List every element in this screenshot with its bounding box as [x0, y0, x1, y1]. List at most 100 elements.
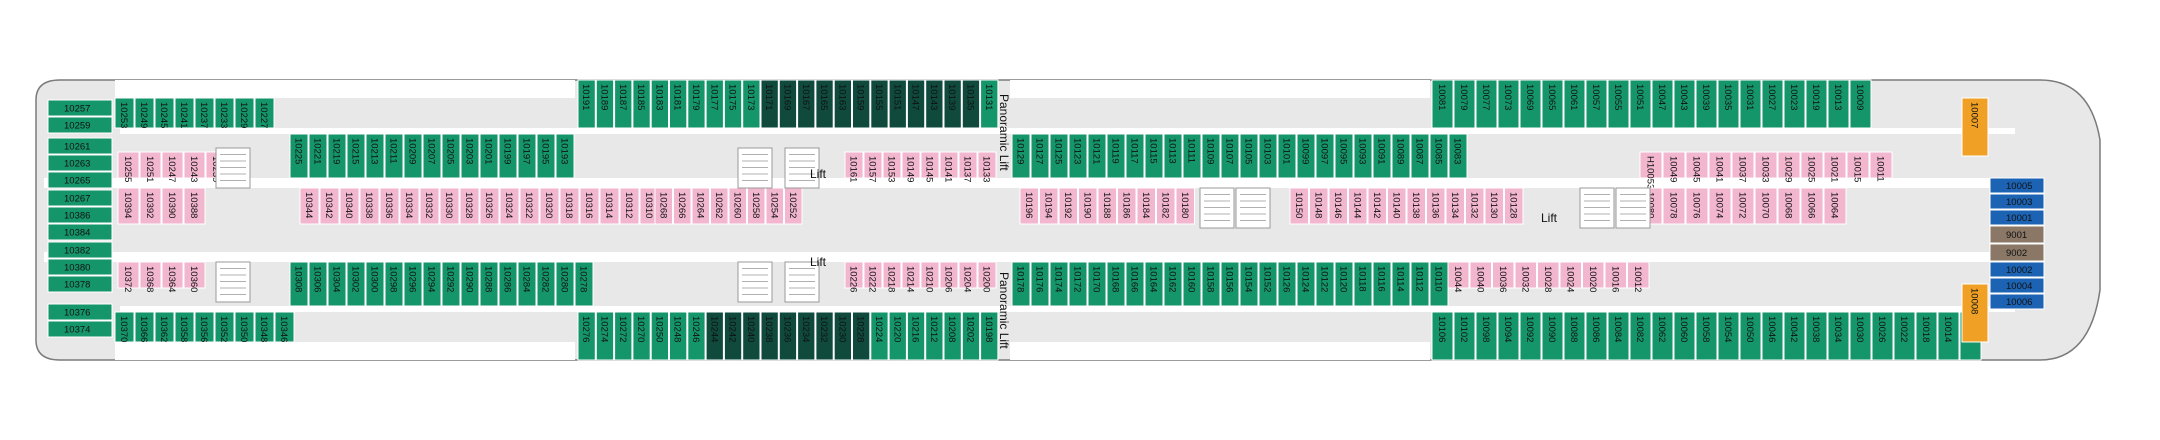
- cabin-10097[interactable]: 10097: [1315, 133, 1335, 179]
- cabin-10314[interactable]: 10314: [599, 187, 620, 225]
- cabin-10242[interactable]: 10242: [723, 311, 743, 361]
- cabin-10153[interactable]: 10153: [882, 151, 902, 182]
- cabin-10254[interactable]: 10254: [765, 187, 784, 225]
- cabin-10372[interactable]: 10372: [117, 261, 140, 292]
- cabin-10244[interactable]: 10244: [705, 311, 724, 361]
- cabin-10072[interactable]: 10072: [1731, 187, 1755, 225]
- cabin-10203[interactable]: 10203: [460, 133, 480, 179]
- cabin-10171[interactable]: 10171: [760, 79, 779, 129]
- cabin-10378[interactable]: 10378: [47, 275, 113, 293]
- cabin-10236[interactable]: 10236: [778, 311, 798, 361]
- cabin-10282[interactable]: 10282: [536, 261, 556, 307]
- cabin-10033[interactable]: 10033: [1754, 151, 1778, 182]
- cabin-10267[interactable]: 10267: [47, 189, 113, 207]
- cabin-10362[interactable]: 10362: [154, 311, 175, 343]
- cabin-10284[interactable]: 10284: [517, 261, 537, 307]
- cabin-10028[interactable]: 10028: [1537, 261, 1560, 292]
- cabin-10332[interactable]: 10332: [419, 187, 440, 225]
- cabin-10350[interactable]: 10350: [234, 311, 255, 343]
- cabin-10266[interactable]: 10266: [673, 187, 692, 225]
- cabin-10302[interactable]: 10302: [346, 261, 366, 307]
- cabin-10098[interactable]: 10098: [1475, 311, 1498, 361]
- cabin-h10053[interactable]: H10053: [1639, 151, 1663, 189]
- cabin-10146[interactable]: 10146: [1328, 187, 1348, 225]
- cabin-10090[interactable]: 10090: [1541, 311, 1564, 361]
- cabin-10003[interactable]: 10003: [1989, 193, 2045, 210]
- cabin-10258[interactable]: 10258: [747, 187, 766, 225]
- cabin-10026[interactable]: 10026: [1871, 311, 1894, 361]
- cabin-10062[interactable]: 10062: [1651, 311, 1674, 361]
- cabin-10123[interactable]: 10123: [1068, 133, 1088, 179]
- cabin-10234[interactable]: 10234: [797, 311, 816, 361]
- cabin-10018[interactable]: 10018: [1915, 311, 1938, 361]
- cabin-10264[interactable]: 10264: [691, 187, 710, 225]
- cabin-10012[interactable]: 10012: [1627, 261, 1650, 292]
- cabin-10342[interactable]: 10342: [319, 187, 340, 225]
- cabin-10286[interactable]: 10286: [498, 261, 518, 307]
- cabin-10272[interactable]: 10272: [614, 311, 633, 361]
- cabin-10136[interactable]: 10136: [1426, 187, 1446, 225]
- cabin-10019[interactable]: 10019: [1805, 79, 1828, 129]
- cabin-10007[interactable]: 10007: [1961, 97, 1989, 157]
- cabin-10230[interactable]: 10230: [833, 311, 853, 361]
- cabin-10107[interactable]: 10107: [1220, 133, 1240, 179]
- cabin-10094[interactable]: 10094: [1497, 311, 1520, 361]
- cabin-10122[interactable]: 10122: [1315, 261, 1335, 307]
- cabin-10227[interactable]: 10227: [254, 97, 275, 129]
- cabin-10338[interactable]: 10338: [359, 187, 380, 225]
- cabin-10038[interactable]: 10038: [1805, 311, 1828, 361]
- cabin-10173[interactable]: 10173: [742, 79, 761, 129]
- cabin-10212[interactable]: 10212: [925, 311, 944, 361]
- cabin-10290[interactable]: 10290: [460, 261, 480, 307]
- cabin-10014[interactable]: 10014: [1937, 311, 1960, 361]
- cabin-10069[interactable]: 10069: [1519, 79, 1542, 129]
- cabin-10049[interactable]: 10049: [1662, 151, 1686, 182]
- cabin-10228[interactable]: 10228: [852, 311, 871, 361]
- cabin-10039[interactable]: 10039: [1695, 79, 1718, 129]
- cabin-10020[interactable]: 10020: [1582, 261, 1605, 292]
- cabin-10015[interactable]: 10015: [1846, 151, 1870, 182]
- cabin-10298[interactable]: 10298: [384, 261, 404, 307]
- cabin-10054[interactable]: 10054: [1717, 311, 1740, 361]
- cabin-10276[interactable]: 10276: [577, 311, 596, 361]
- cabin-10081[interactable]: 10081: [1431, 79, 1454, 129]
- cabin-10215[interactable]: 10215: [346, 133, 366, 179]
- cabin-10204[interactable]: 10204: [958, 261, 978, 292]
- cabin-10210[interactable]: 10210: [920, 261, 940, 292]
- cabin-10078[interactable]: 10078: [1662, 187, 1686, 225]
- cabin-10138[interactable]: 10138: [1406, 187, 1426, 225]
- cabin-10085[interactable]: 10085: [1429, 133, 1449, 179]
- cabin-10151[interactable]: 10151: [888, 79, 907, 129]
- cabin-10021[interactable]: 10021: [1823, 151, 1847, 182]
- cabin-10198[interactable]: 10198: [980, 311, 999, 361]
- cabin-10265[interactable]: 10265: [47, 171, 113, 189]
- cabin-10320[interactable]: 10320: [539, 187, 560, 225]
- cabin-10199[interactable]: 10199: [498, 133, 518, 179]
- cabin-10024[interactable]: 10024: [1559, 261, 1582, 292]
- cabin-10137[interactable]: 10137: [958, 151, 978, 182]
- cabin-10245[interactable]: 10245: [154, 97, 175, 129]
- cabin-10270[interactable]: 10270: [632, 311, 651, 361]
- cabin-10356[interactable]: 10356: [194, 311, 215, 343]
- cabin-10051[interactable]: 10051: [1629, 79, 1652, 129]
- cabin-10188[interactable]: 10188: [1097, 187, 1117, 225]
- cabin-10184[interactable]: 10184: [1136, 187, 1156, 225]
- cabin-10172[interactable]: 10172: [1068, 261, 1088, 307]
- cabin-10248[interactable]: 10248: [669, 311, 688, 361]
- cabin-10221[interactable]: 10221: [308, 133, 328, 179]
- cabin-10111[interactable]: 10111: [1182, 133, 1202, 179]
- cabin-10134[interactable]: 10134: [1445, 187, 1465, 225]
- cabin-10057[interactable]: 10057: [1585, 79, 1608, 129]
- cabin-10086[interactable]: 10086: [1585, 311, 1608, 361]
- cabin-10224[interactable]: 10224: [870, 311, 889, 361]
- cabin-10206[interactable]: 10206: [939, 261, 959, 292]
- cabin-10079[interactable]: 10079: [1453, 79, 1476, 129]
- cabin-10190[interactable]: 10190: [1078, 187, 1098, 225]
- cabin-10211[interactable]: 10211: [384, 133, 404, 179]
- cabin-10149[interactable]: 10149: [901, 151, 921, 182]
- cabin-10124[interactable]: 10124: [1296, 261, 1316, 307]
- cabin-10262[interactable]: 10262: [710, 187, 729, 225]
- cabin-10268[interactable]: 10268: [654, 187, 673, 225]
- cabin-10089[interactable]: 10089: [1391, 133, 1411, 179]
- cabin-10176[interactable]: 10176: [1030, 261, 1050, 307]
